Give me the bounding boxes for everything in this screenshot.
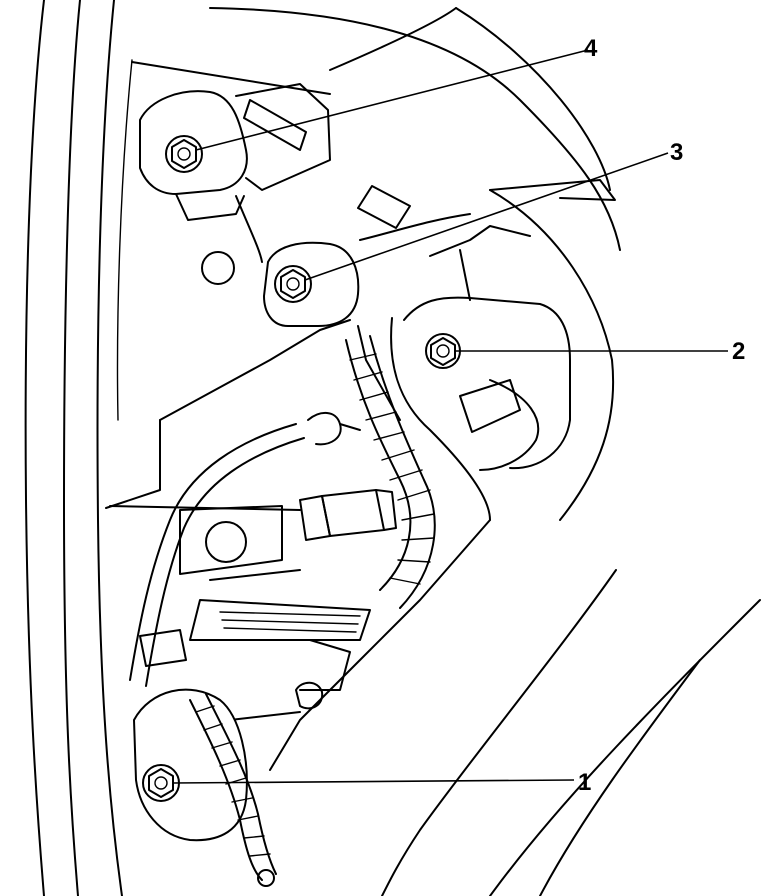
cable xyxy=(129,423,305,687)
leader-line-1 xyxy=(172,779,575,784)
leader-lines xyxy=(172,49,728,784)
bolt-4 xyxy=(165,135,203,173)
bolt-3 xyxy=(274,265,312,303)
lower-panel xyxy=(105,319,491,771)
electrical-connector xyxy=(299,412,397,541)
leader-line-3 xyxy=(304,152,669,281)
right-bracket xyxy=(390,225,571,521)
bolt-2 xyxy=(425,333,461,369)
wiring-harness xyxy=(189,335,436,641)
middle-bracket xyxy=(263,185,471,421)
callout-1: 1 xyxy=(578,769,591,796)
callout-4: 4 xyxy=(584,35,598,62)
body-frame-edges xyxy=(24,0,133,896)
lower-bracket xyxy=(133,688,277,887)
leader-line-4 xyxy=(195,49,589,151)
callout-2: 2 xyxy=(732,338,745,365)
upper-bracket xyxy=(131,61,331,285)
callout-3: 3 xyxy=(670,139,683,166)
